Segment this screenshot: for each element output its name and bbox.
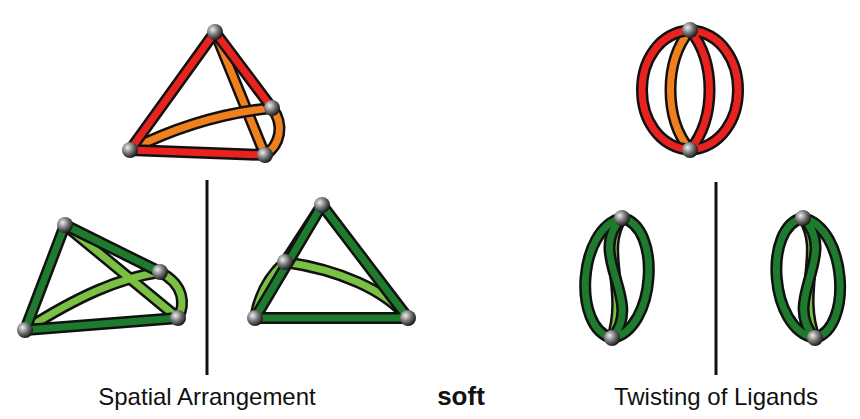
mirror-line [206, 180, 209, 375]
section-caption: Spatial Arrangement [98, 383, 315, 411]
green-helicate [585, 210, 649, 346]
mirror-line [715, 182, 718, 375]
green-tetrahedron [247, 197, 416, 326]
section-caption: Twisting of Ligands [614, 383, 818, 411]
red-helicate [642, 22, 738, 158]
green-tetrahedron [17, 217, 186, 338]
red-tetrahedron [122, 24, 280, 163]
key-word: soft [437, 381, 485, 412]
green-helicate [776, 210, 840, 346]
